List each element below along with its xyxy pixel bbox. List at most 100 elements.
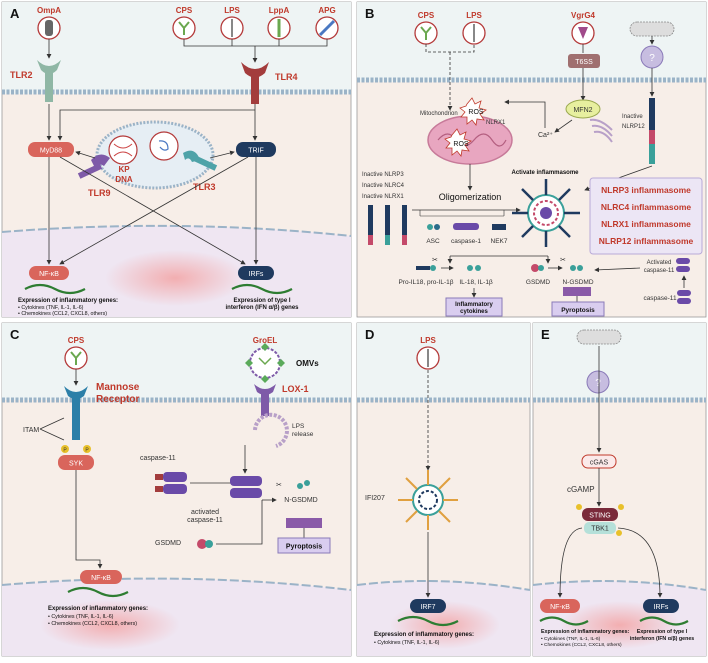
pore-icon	[563, 287, 591, 296]
expression-line: • Cytokines (TNF, IL-1, IL-6)	[48, 614, 114, 620]
nek7-icon: NEK7	[491, 224, 508, 245]
activated-caspase11-label: activated	[191, 509, 219, 516]
cps-ligand: CPS	[414, 11, 438, 45]
itam-label: ITAM	[23, 427, 39, 434]
tlr4-receptor: TLR4	[241, 62, 298, 104]
svg-text:TLR9: TLR9	[88, 188, 111, 198]
panel-d: D LPS IFI207 IRF7 Expression of inflamma…	[356, 322, 531, 657]
pore-icon	[286, 518, 322, 528]
mfn2-node: MFN2	[565, 99, 613, 143]
svg-text:CPS: CPS	[418, 11, 435, 20]
panel-a: A OmpA CPS LPS LppA APG	[1, 1, 352, 318]
ifn-title: interferon (IFN α/β) genes	[630, 636, 695, 642]
svg-text:?: ?	[595, 378, 601, 389]
ifn-title: Expression of type I	[637, 629, 688, 635]
cgamp-label: cGAMP	[567, 485, 595, 494]
tlr2-receptor: TLR2	[10, 60, 61, 102]
svg-text:TLR3: TLR3	[193, 182, 216, 192]
svg-text:N-GSDMD: N-GSDMD	[284, 497, 317, 504]
inactive-nlr-chains	[368, 205, 407, 245]
ompa-ligand: OmpA	[37, 6, 61, 40]
svg-text:IL-18, IL-1β: IL-18, IL-1β	[459, 279, 493, 286]
svg-text:LPS: LPS	[224, 6, 240, 15]
irfs-node: IRFs	[238, 266, 274, 280]
groel-omv: GroEL OMVs	[245, 336, 319, 383]
dna-icon	[639, 616, 689, 626]
svg-text:NLRC4 inflammasome: NLRC4 inflammasome	[601, 202, 691, 212]
pro-il-icon: Pro-IL18, pro-IL-1β	[398, 265, 454, 286]
ifn-title: interferon (IFN α/β) genes	[225, 305, 299, 311]
svg-text:Inactive: Inactive	[622, 114, 643, 120]
syk-node: SYK	[58, 455, 94, 470]
mannose-receptor: Mannose Receptor	[64, 382, 140, 440]
svg-text:caspase-1: caspase-1	[451, 238, 481, 245]
inflammasome-wheel: Activate inflammasome	[511, 170, 580, 247]
panel-letter: D	[365, 327, 374, 342]
endosome	[95, 120, 215, 190]
pyroptosis-box: Pyroptosis	[277, 537, 331, 554]
svg-text:ASC: ASC	[426, 238, 440, 245]
svg-text:IRF7: IRF7	[420, 604, 435, 611]
caspase11-label: caspase-11	[140, 455, 176, 462]
svg-text:P: P	[85, 448, 89, 454]
cps-ligand: CPS	[172, 6, 196, 40]
svg-text:NLRP12 inflammasome: NLRP12 inflammasome	[599, 236, 694, 246]
nfkb-node: NF-κB	[80, 570, 122, 584]
svg-text:MyD88: MyD88	[40, 148, 62, 155]
lps-ligand: LPS	[416, 336, 440, 370]
svg-text:STING: STING	[589, 513, 610, 520]
expression-line: • Cytokines (TNF, IL-1, IL-6)	[541, 636, 601, 642]
svg-text:NLRP3 inflammasome: NLRP3 inflammasome	[601, 185, 691, 195]
calcium-label: Ca²⁺	[538, 132, 553, 139]
inactive-nlrx1-label: Inactive NLRX1	[362, 194, 404, 200]
dna-icon	[539, 616, 589, 626]
svg-text:LPS: LPS	[420, 336, 436, 345]
gsdmd-icon	[197, 539, 213, 549]
svg-text:NLRX1: NLRX1	[486, 120, 506, 126]
expression-line: • Chemokines (CCL2, CXCL8, others)	[48, 621, 137, 627]
gsdmd-icon: GSDMD	[526, 264, 550, 286]
sting-node: STING	[576, 504, 624, 521]
ngsdmd-icon: N-GSDMD	[284, 480, 318, 504]
svg-text:?: ?	[649, 53, 655, 64]
svg-text:Pyroptosis: Pyroptosis	[561, 307, 595, 314]
svg-text:LppA: LppA	[269, 6, 290, 15]
panel-b: B CPS LPS VgrG4 T6SS ?	[356, 1, 707, 318]
svg-text:APG: APG	[318, 6, 335, 15]
svg-text:NLRP12: NLRP12	[622, 124, 645, 130]
lps-ligand: LPS	[220, 6, 244, 40]
tlr3-receptor: TLR3	[183, 150, 218, 192]
mitochondrion: Mitochondrion ROS ROS NLRX1	[420, 97, 513, 165]
unknown-ligand-icon: ?	[586, 370, 610, 394]
svg-text:NLRX1 inflammasome: NLRX1 inflammasome	[601, 219, 691, 229]
svg-text:LPS: LPS	[466, 11, 482, 20]
svg-text:CPS: CPS	[176, 6, 193, 15]
scissors-icon: ✂	[560, 257, 566, 264]
svg-text:NEK7: NEK7	[491, 238, 508, 245]
nlrp12-inactive: Inactive NLRP12	[622, 98, 655, 164]
lox1-receptor: LOX-1	[254, 384, 309, 416]
svg-text:OMVs: OMVs	[296, 359, 319, 368]
svg-text:Activated: Activated	[647, 260, 672, 266]
cps-ligand: CPS	[64, 336, 88, 370]
expression-title: Expression of inflammatory genes:	[541, 629, 630, 635]
svg-text:SYK: SYK	[69, 461, 83, 468]
expression-line: • Chemokines (CCL2, CXCL8, others)	[18, 311, 107, 317]
inflammatory-cytokines-box: Inflammatory cytokines	[445, 297, 503, 317]
lps-release-vesicle: LPS release	[253, 412, 314, 448]
inflammasome-list: NLRP3 inflammasome NLRC4 inflammasome NL…	[589, 177, 703, 255]
bacterium-icon	[629, 21, 675, 37]
svg-text:IRFs: IRFs	[654, 604, 669, 611]
svg-text:TRIF: TRIF	[248, 148, 264, 155]
svg-text:T6SS: T6SS	[575, 59, 593, 66]
myd88-node: MyD88	[28, 142, 74, 157]
svg-text:Receptor: Receptor	[96, 394, 139, 405]
oligomerization-label: Oligomerization	[439, 192, 502, 202]
svg-text:TLR2: TLR2	[10, 70, 33, 80]
phospho-icons: P P	[61, 445, 91, 454]
activated-caspase11-icon	[230, 476, 262, 498]
panel-letter: B	[365, 6, 374, 21]
svg-text:CPS: CPS	[68, 336, 85, 345]
panel-e: E ? cGAS cGAMP STING TBK1 NF-κB	[532, 322, 707, 657]
